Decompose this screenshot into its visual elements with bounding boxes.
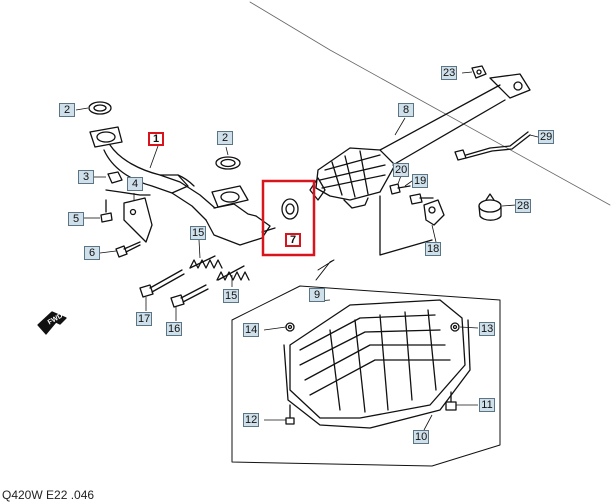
label-part-18[interactable]: 18 — [425, 242, 442, 256]
label-part-13[interactable]: 13 — [479, 322, 496, 336]
bolt-16-drawing — [170, 284, 209, 308]
nut-23-drawing — [471, 65, 487, 79]
label-part-1[interactable]: 1 — [148, 132, 164, 146]
bolt-17-drawing — [139, 269, 185, 298]
bolt-6-drawing — [115, 241, 141, 258]
bracket-18-drawing — [379, 195, 445, 256]
gasket-center-drawing — [215, 156, 241, 170]
label-part-16[interactable]: 16 — [166, 322, 183, 336]
bracket-drawing — [105, 189, 153, 243]
nut-14-drawing — [285, 322, 295, 332]
oxygen-sensor-drawing — [454, 131, 531, 161]
label-part-28[interactable]: 28 — [515, 199, 532, 213]
highlight-box — [261, 179, 316, 257]
label-part-20[interactable]: 20 — [393, 163, 410, 177]
gasket-upper-left-drawing — [88, 101, 112, 115]
label-part-3[interactable]: 3 — [78, 170, 94, 184]
label-part-2-center[interactable]: 2 — [217, 131, 233, 145]
seal-ring-drawing — [281, 198, 299, 220]
rubber-mount-drawing — [478, 193, 502, 221]
label-part-15-upper[interactable]: 15 — [190, 226, 207, 240]
label-part-23[interactable]: 23 — [441, 66, 458, 80]
label-part-9[interactable]: 9 — [309, 288, 325, 302]
exhaust-pipe-front-drawing — [89, 126, 276, 246]
bolt-11-drawing — [445, 391, 457, 411]
label-part-12[interactable]: 12 — [243, 413, 260, 427]
bolt-20-drawing — [389, 183, 411, 195]
label-part-4[interactable]: 4 — [127, 177, 143, 191]
nut-drawing — [107, 171, 123, 184]
label-part-11[interactable]: 11 — [479, 398, 495, 412]
label-part-14[interactable]: 14 — [243, 323, 260, 337]
label-part-19[interactable]: 19 — [412, 174, 429, 188]
nut-13-drawing — [450, 322, 460, 332]
label-part-2-upper-left[interactable]: 2 — [59, 103, 75, 117]
heat-shield-drawing — [283, 299, 471, 429]
label-part-29[interactable]: 29 — [538, 130, 555, 144]
leader-lines — [75, 71, 539, 431]
label-part-8[interactable]: 8 — [398, 103, 414, 117]
label-part-7[interactable]: 7 — [285, 233, 301, 247]
bolt-19-drawing — [409, 193, 434, 205]
bolt-12-drawing — [285, 404, 295, 425]
label-part-10[interactable]: 10 — [413, 430, 430, 444]
fwd-arrow-icon — [37, 311, 67, 335]
catalytic-converter-pipe-drawing — [309, 73, 531, 209]
label-part-17[interactable]: 17 — [136, 312, 153, 326]
heat-shield-box-drawing — [231, 259, 501, 467]
spring-upper-drawing — [189, 255, 223, 269]
label-part-15-lower[interactable]: 15 — [223, 289, 240, 303]
label-part-5[interactable]: 5 — [68, 212, 84, 226]
diagram-caption: Q420W E22 .046 — [2, 488, 95, 502]
spring-lower-drawing — [216, 265, 250, 281]
label-part-6[interactable]: 6 — [84, 246, 100, 260]
reference-line — [249, 1, 611, 206]
bolt-5-drawing — [100, 199, 113, 223]
